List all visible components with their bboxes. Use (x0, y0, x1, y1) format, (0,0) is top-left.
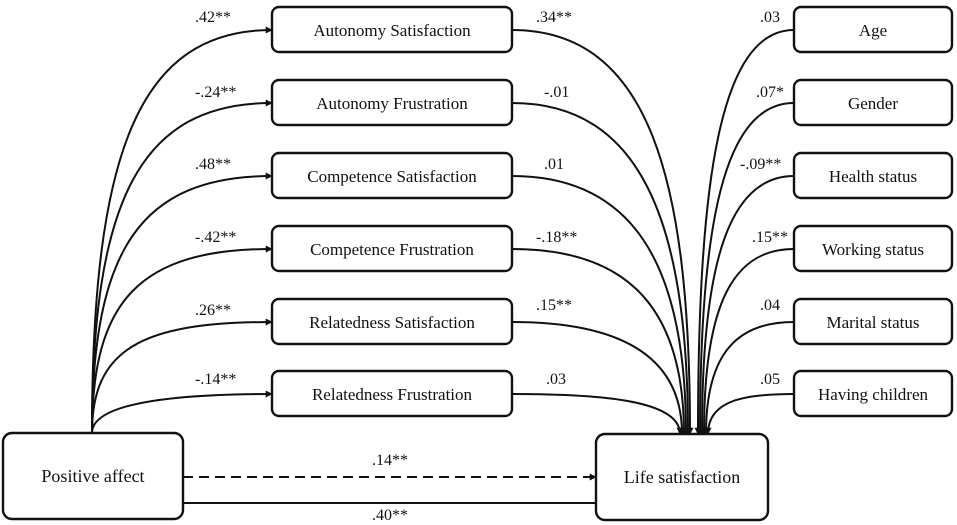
node-having-children: Having children (792, 369, 954, 418)
coef-covariate-marital-status: .04 (760, 297, 780, 314)
coef-a-autonomy-frustration: -.24** (195, 84, 236, 101)
coef-b-relatedness-frustration: .03 (546, 371, 566, 388)
coef-a-relatedness-frustration: -.14** (195, 371, 236, 388)
path-covariate-gender (696, 102, 795, 435)
path-a-autonomy-frustration (91, 99, 273, 434)
node-relatedness-satisfaction-label: Relatedness Satisfaction (309, 313, 475, 332)
coef-b-competence-satisfaction: .01 (544, 156, 564, 173)
coef-covariate-working-status: .15** (752, 229, 788, 246)
node-life-satisfaction: Life satisfaction (594, 432, 770, 522)
node-competence-satisfaction-label: Competence Satisfaction (307, 167, 477, 186)
path-a-competence-satisfaction (91, 172, 273, 434)
coef-total-effect: .40** (372, 507, 408, 524)
node-autonomy-satisfaction: Autonomy Satisfaction (270, 5, 514, 54)
coef-a-competence-frustration: -.42** (195, 229, 236, 246)
path-b-autonomy-satisfaction (511, 29, 694, 435)
node-marital-status: Marital status (792, 297, 954, 346)
coef-a-relatedness-satisfaction: .26** (195, 302, 231, 319)
node-relatedness-frustration-label: Relatedness Frustration (312, 385, 473, 404)
path-a-autonomy-satisfaction (91, 26, 273, 434)
node-having-children-label: Having children (818, 385, 928, 404)
node-working-status: Working status (792, 224, 954, 273)
node-working-status-label: Working status (822, 240, 924, 259)
path-covariate-age (694, 29, 795, 435)
coef-b-autonomy-satisfaction: .34** (536, 9, 572, 26)
coef-covariate-having-children: .05 (760, 371, 780, 388)
node-positive-affect: Positive affect (1, 431, 185, 521)
path-covariate-having-children (704, 393, 795, 435)
coef-covariate-gender: .07* (756, 84, 784, 101)
coef-b-autonomy-frustration: -.01 (544, 84, 569, 101)
node-age-label: Age (859, 21, 887, 40)
path-a-relatedness-satisfaction (91, 318, 273, 434)
node-marital-status-label: Marital status (826, 313, 919, 332)
node-competence-frustration-label: Competence Frustration (310, 240, 474, 259)
node-health-status: Health status (792, 151, 954, 200)
node-autonomy-satisfaction-label: Autonomy Satisfaction (313, 21, 471, 40)
path-covariate-health-status (698, 175, 795, 435)
coef-covariate-health-status: -.09** (740, 156, 781, 173)
coef-a-autonomy-satisfaction: .42** (195, 9, 231, 26)
path-covariate-working-status (700, 248, 795, 435)
path-covariate-marital-status (702, 321, 795, 435)
node-relatedness-frustration: Relatedness Frustration (270, 369, 514, 418)
node-positive-affect-label: Positive affect (41, 466, 144, 486)
path-b-competence-satisfaction (511, 175, 690, 435)
node-gender: Gender (792, 78, 954, 127)
node-age: Age (792, 5, 954, 54)
node-gender-label: Gender (848, 94, 898, 113)
node-autonomy-frustration: Autonomy Frustration (270, 78, 514, 127)
path-a-relatedness-frustration (91, 390, 273, 434)
coef-direct-effect: .14** (372, 452, 408, 469)
path-b-relatedness-frustration (511, 393, 684, 435)
node-life-satisfaction-label: Life satisfaction (624, 467, 740, 487)
coef-covariate-age: .03 (760, 9, 780, 26)
coef-b-competence-frustration: -.18** (536, 229, 577, 246)
path-b-relatedness-satisfaction (511, 321, 686, 435)
node-health-status-label: Health status (829, 167, 917, 186)
coef-a-competence-satisfaction: .48** (195, 156, 231, 173)
node-competence-satisfaction: Competence Satisfaction (270, 151, 514, 200)
coef-b-relatedness-satisfaction: .15** (536, 297, 572, 314)
path-b-autonomy-frustration (511, 102, 692, 435)
node-autonomy-frustration-label: Autonomy Frustration (316, 94, 468, 113)
node-competence-frustration: Competence Frustration (270, 224, 514, 273)
path-b-competence-frustration (511, 248, 688, 435)
node-relatedness-satisfaction: Relatedness Satisfaction (270, 297, 514, 346)
path-a-competence-frustration (91, 245, 273, 434)
